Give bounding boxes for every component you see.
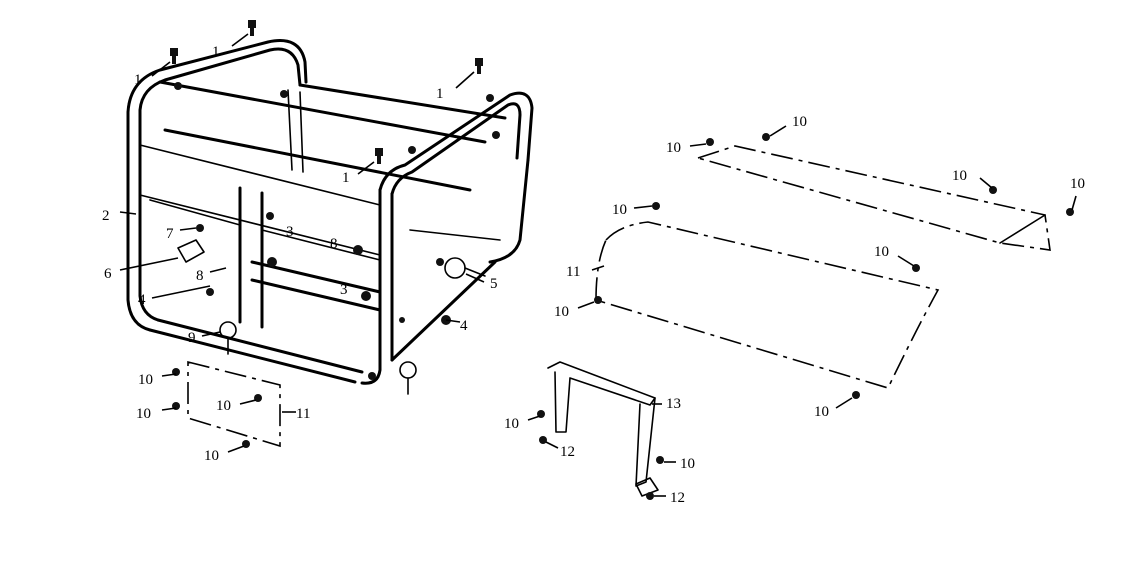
callout-4: 4 [138,292,146,308]
callout-10: 10 [814,404,829,420]
callout-1: 1 [436,86,444,102]
callout-12: 12 [670,490,685,506]
callout-4: 4 [460,318,468,334]
callout-2: 2 [102,208,110,224]
callout-10: 10 [138,372,153,388]
callout-labels: 1 1 1 1 2 7 6 8 4 3 8 3 5 4 9 10 10 10 1… [102,44,1085,506]
callout-10: 10 [1070,176,1085,192]
callout-5: 5 [490,276,498,292]
callout-8: 8 [196,268,204,284]
callout-10: 10 [136,406,151,422]
callout-7: 7 [166,226,174,242]
callout-3: 3 [340,282,348,298]
callout-10: 10 [680,456,695,472]
support-bracket [537,361,664,500]
callout-10: 10 [504,416,519,432]
left-cover-plate [172,360,281,448]
bolt-parts [170,20,483,164]
callout-10: 10 [666,140,681,156]
callout-8: 8 [330,236,338,252]
callout-9: 9 [188,330,196,346]
callout-10: 10 [204,448,219,464]
curved-cover-plate [594,202,940,399]
top-bar-plate [695,133,1074,251]
callout-6: 6 [104,266,112,282]
mount-parts [177,224,486,395]
callout-11: 11 [296,406,310,422]
main-frame [126,39,534,385]
callout-10: 10 [612,202,627,218]
callout-1: 1 [134,72,142,88]
callout-11: 11 [566,264,580,280]
callout-10: 10 [952,168,967,184]
callout-10: 10 [874,244,889,260]
callout-13: 13 [666,396,681,412]
callout-10: 10 [216,398,231,414]
callout-3: 3 [286,224,294,240]
leader-lines [119,33,1077,497]
callout-1: 1 [342,170,350,186]
callout-12: 12 [560,444,575,460]
callout-1: 1 [212,44,220,60]
callout-10: 10 [554,304,569,320]
callout-10: 10 [792,114,807,130]
frame-hardware [174,82,500,380]
